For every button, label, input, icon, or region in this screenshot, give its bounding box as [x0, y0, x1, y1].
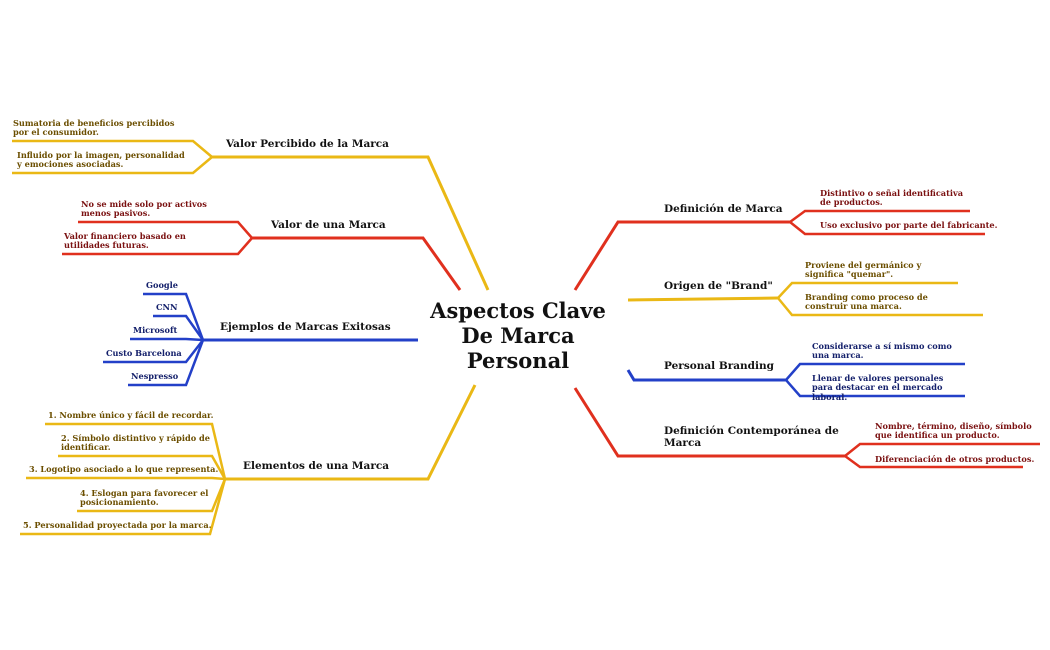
leaf-line — [777, 297, 983, 317]
connector-origen — [627, 296, 779, 302]
leaf-valores-personales[interactable]: Llenar de valores personales para destac… — [812, 373, 944, 402]
leaf-beneficios-percibidos[interactable]: Sumatoria de beneficios percibidos por e… — [13, 118, 175, 138]
leaf-google[interactable]: Google — [146, 280, 178, 290]
leaf-germanico[interactable]: Proviene del germánico y significa "quem… — [805, 260, 922, 280]
leaf-considerarse-marca[interactable]: Considerarse a sí mismo como una marca. — [812, 341, 952, 361]
leaf-uso-exclusivo[interactable]: Uso exclusivo por parte del fabricante. — [820, 220, 998, 230]
leaf-elemento-2[interactable]: 2. Símbolo distintivo y rápido de identi… — [61, 433, 210, 453]
connector-valor-marca — [252, 236, 462, 291]
branch-valor-marca[interactable]: Valor de una Marca — [271, 219, 386, 231]
leaf-elemento-1[interactable]: 1. Nombre único y fácil de recordar. — [48, 410, 214, 420]
leaf-nombre-termino[interactable]: Nombre, término, diseño, símbolo que ide… — [875, 421, 1032, 441]
leaf-utilidades-futuras[interactable]: Valor financiero basado en utilidades fu… — [64, 231, 186, 251]
branch-elementos[interactable]: Elementos de una Marca — [243, 460, 390, 472]
leaf-line — [777, 281, 958, 299]
leaf-line — [785, 362, 965, 381]
leaf-line — [844, 442, 1040, 457]
leaf-line — [128, 339, 205, 387]
leaf-line — [78, 220, 253, 239]
leaf-line — [789, 209, 970, 224]
leaf-elemento-4[interactable]: 4. Eslogan para favorecer el posicionami… — [80, 488, 209, 508]
leaf-line — [12, 139, 213, 158]
branch-valor-percibido[interactable]: Valor Percibido de la Marca — [226, 138, 389, 150]
leaf-line — [45, 422, 227, 480]
leaf-line — [26, 476, 226, 481]
leaf-elemento-5[interactable]: 5. Personalidad proyectada por la marca. — [23, 520, 212, 530]
connector-contemporanea — [573, 387, 845, 458]
leaf-line — [20, 478, 227, 536]
leaf-line — [103, 339, 204, 364]
leaf-line — [789, 221, 985, 236]
leaf-diferenciacion[interactable]: Diferenciación de otros productos. — [875, 454, 1035, 464]
leaf-cnn[interactable]: CNN — [156, 302, 178, 312]
leaf-branding-proceso[interactable]: Branding como proceso de construir una m… — [805, 292, 928, 312]
leaf-line — [12, 156, 213, 175]
leaf-line — [153, 314, 205, 341]
central-topic[interactable]: Aspectos Clave De Marca Personal — [430, 298, 606, 374]
branch-definicion-marca[interactable]: Definición de Marca — [664, 203, 783, 215]
branch-definicion-contemporanea[interactable]: Definición Contemporánea de Marca — [664, 425, 839, 450]
branch-personal-branding[interactable]: Personal Branding — [664, 360, 774, 372]
branch-origen-brand[interactable]: Origen de "Brand" — [664, 280, 773, 292]
leaf-activos-pasivos[interactable]: No se mide solo por activos menos pasivo… — [81, 199, 207, 219]
connector-valor-percibido — [212, 155, 490, 291]
leaf-line — [58, 454, 227, 480]
leaf-elemento-3[interactable]: 3. Logotipo asociado a lo que representa… — [29, 464, 219, 474]
leaf-line — [62, 237, 253, 256]
leaf-influido-imagen[interactable]: Influido por la imagen, personalidad y e… — [17, 150, 185, 170]
connector-definicion — [573, 220, 790, 291]
leaf-line — [130, 337, 204, 342]
leaf-line — [77, 478, 227, 513]
leaf-nespresso[interactable]: Nespresso — [131, 371, 179, 381]
leaf-microsoft[interactable]: Microsoft — [133, 325, 178, 335]
connector-personal — [626, 369, 786, 382]
leaf-line — [785, 379, 965, 398]
leaf-distintivo[interactable]: Distintivo o señal identificativa de pro… — [820, 188, 964, 208]
leaf-line — [844, 454, 1023, 469]
leaf-line — [143, 292, 205, 341]
leaf-custo-barcelona[interactable]: Custo Barcelona — [106, 348, 182, 358]
connector-elementos — [225, 384, 477, 481]
branch-ejemplos[interactable]: Ejemplos de Marcas Exitosas — [220, 321, 391, 333]
